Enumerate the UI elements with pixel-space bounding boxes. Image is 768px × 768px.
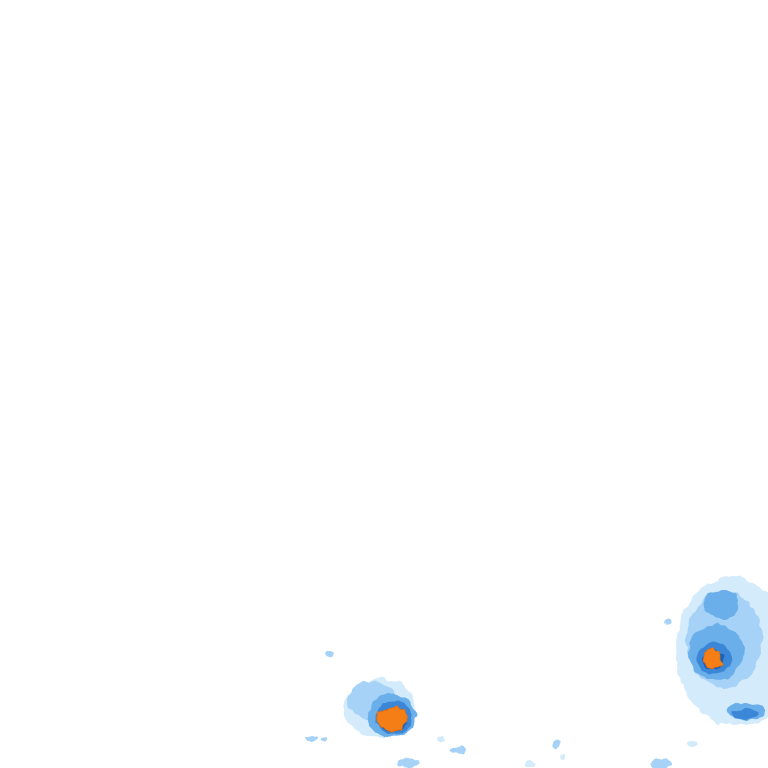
echo-speck — [321, 738, 327, 742]
echo-speck — [687, 741, 697, 747]
echo-speck — [525, 761, 535, 767]
echo-speck — [450, 746, 466, 754]
echo-speck — [560, 753, 566, 761]
echo-speck — [397, 758, 419, 768]
echo-mid-north — [704, 591, 740, 619]
echo-core — [376, 706, 408, 732]
echo-speck — [436, 736, 444, 742]
echo-speck — [552, 739, 560, 749]
storm-cell-right — [676, 576, 768, 725]
scattered-echoes — [306, 619, 697, 768]
echo-speck — [664, 619, 672, 625]
echo-speck — [306, 736, 318, 742]
echo-speck — [326, 651, 334, 657]
echo-core — [703, 647, 725, 670]
storm-cell-left — [344, 678, 416, 738]
echo-speck — [650, 759, 672, 768]
echo-strong-band — [730, 709, 758, 719]
